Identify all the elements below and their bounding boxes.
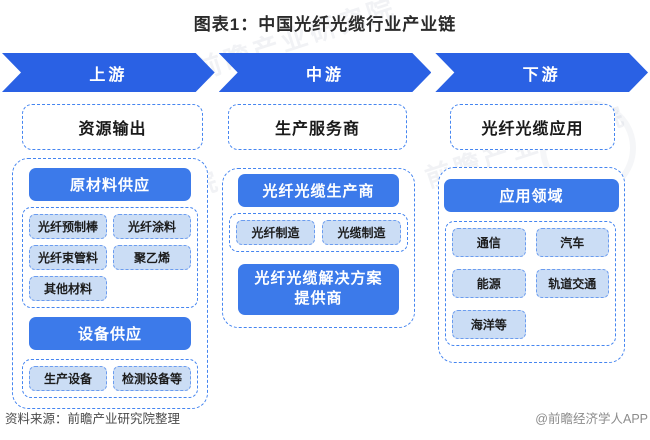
stage-arrow-upstream: 上游 xyxy=(2,53,215,92)
downstream-group-container: 应用领域 通信 汽车 能源 轨道交通 海洋等 xyxy=(438,167,625,363)
section-header-equipment: 设备供应 xyxy=(29,317,191,350)
application-items: 通信 汽车 能源 轨道交通 海洋等 xyxy=(445,221,616,346)
column-midstream: 生产服务商 光纤光缆生产商 光纤制造 光缆制造 光纤光缆解决方案提供商 xyxy=(222,104,415,328)
item-chip: 光纤涂料 xyxy=(113,214,191,239)
item-chip: 光纤预制棒 xyxy=(29,214,107,239)
section-header-solution-providers: 光纤光缆解决方案提供商 xyxy=(238,264,399,315)
stage-label-midstream: 中游 xyxy=(306,66,345,84)
item-chip: 光纤制造 xyxy=(236,220,315,245)
stage-arrow-downstream: 下游 xyxy=(435,53,648,92)
manufacturing-items: 光纤制造 光缆制造 xyxy=(229,213,408,252)
item-chip: 能源 xyxy=(452,269,526,298)
midstream-top-box: 生产服务商 xyxy=(228,104,407,150)
stage-label-downstream: 下游 xyxy=(522,66,561,84)
upstream-group-container: 原材料供应 光纤预制棒 光纤涂料 光纤束管料 聚乙烯 其他材料 设备供应 生产设… xyxy=(12,158,208,409)
item-chip: 光缆制造 xyxy=(322,220,401,245)
item-chip: 汽车 xyxy=(535,228,609,257)
item-chip: 生产设备 xyxy=(29,366,107,391)
item-chip: 其他材料 xyxy=(29,276,107,301)
item-chip: 光纤束管料 xyxy=(29,245,107,270)
source-note: 资料来源：前瞻产业研究院整理 xyxy=(5,412,181,426)
item-chip: 海洋等 xyxy=(452,310,526,339)
footer: 资料来源：前瞻产业研究院整理 @前瞻经济学人APP xyxy=(5,408,648,427)
item-chip: 检测设备等 xyxy=(113,366,191,391)
stage-label-upstream: 上游 xyxy=(89,66,128,84)
item-chip: 通信 xyxy=(452,228,526,257)
equipment-items: 生产设备 检测设备等 xyxy=(22,359,198,398)
midstream-group-container: 光纤光缆生产商 光纤制造 光缆制造 光纤光缆解决方案提供商 xyxy=(222,168,415,328)
item-chip: 聚乙烯 xyxy=(113,245,191,270)
section-header-manufacturers: 光纤光缆生产商 xyxy=(238,174,399,207)
stage-arrow-midstream: 中游 xyxy=(219,53,432,92)
section-header-application-fields: 应用领域 xyxy=(444,179,619,212)
column-downstream: 光纤光缆应用 应用领域 通信 汽车 能源 轨道交通 海洋等 xyxy=(438,104,625,363)
stage-arrows: 上游 中游 下游 xyxy=(2,53,648,92)
figure-title: 图表1：中国光纤光缆行业产业链 xyxy=(193,15,457,34)
upstream-top-box: 资源输出 xyxy=(22,104,203,150)
credit-note: @前瞻经济学人APP xyxy=(535,412,648,426)
column-upstream: 资源输出 原材料供应 光纤预制棒 光纤涂料 光纤束管料 聚乙烯 其他材料 设备供… xyxy=(12,104,208,409)
section-header-raw-materials: 原材料供应 xyxy=(29,168,191,201)
raw-materials-items: 光纤预制棒 光纤涂料 光纤束管料 聚乙烯 其他材料 xyxy=(22,207,198,308)
downstream-top-box: 光纤光缆应用 xyxy=(450,104,615,150)
item-chip: 轨道交通 xyxy=(535,269,609,298)
